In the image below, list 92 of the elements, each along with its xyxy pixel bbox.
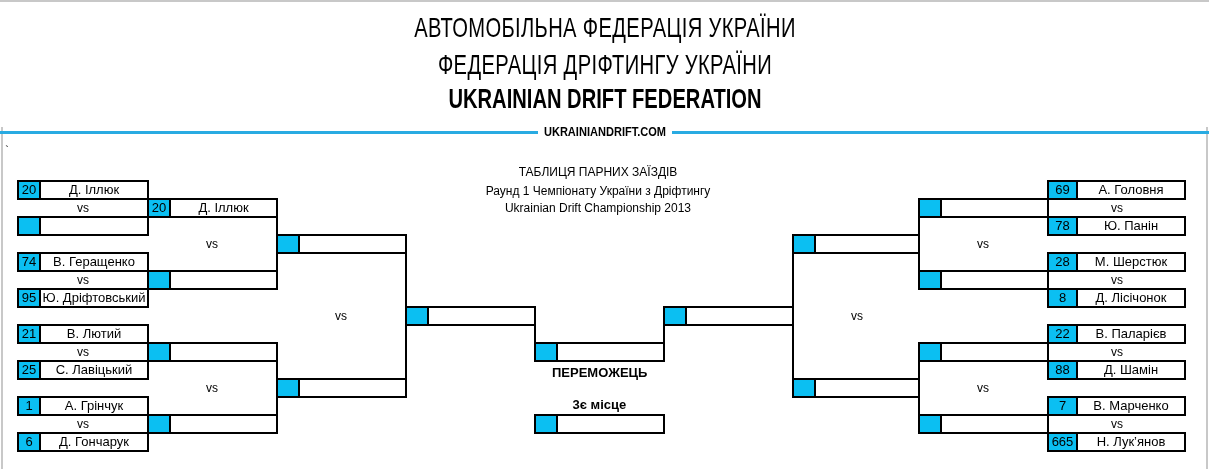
bracket-slot (405, 306, 536, 326)
slot-caption: 3є місце (572, 397, 627, 412)
versus-text: vs (206, 237, 218, 251)
subtitle-text: Ukrainian Drift Championship 2013 (504, 201, 692, 215)
driver-name: Н. Лук’янов (1095, 434, 1167, 450)
bracket-slot (17, 432, 149, 452)
car-number: 1 (19, 398, 41, 414)
car-number: 95 (19, 290, 41, 306)
bracket-slot (1047, 360, 1186, 380)
car-number: 25 (19, 362, 41, 378)
car-number: 6 (19, 434, 41, 450)
driver-name: Д. Іллюк (197, 200, 250, 216)
car-number: 20 (19, 182, 41, 198)
versus-text: vs (1111, 345, 1123, 359)
bracket-line (792, 324, 794, 380)
bracket-slot (792, 378, 920, 398)
driver-name: А. Грінчук (63, 398, 125, 414)
car-number: 28 (1049, 254, 1078, 270)
versus-text: vs (977, 381, 989, 395)
driver-name: В. Лютий (65, 326, 123, 342)
bracket-slot (918, 198, 1049, 218)
car-number: 665 (1049, 434, 1078, 450)
bracket-slot (1047, 396, 1186, 416)
bracket-line (405, 252, 407, 308)
driver-name: Д. Лісічонок (1094, 290, 1168, 306)
federation-name: UKRAINIAN DRIFT FEDERATION (448, 84, 762, 114)
driver-name: Д. Іллюк (67, 182, 121, 198)
bracket-slot (918, 414, 1049, 434)
table-title: ТАБЛИЦЯ ПАРНИХ ЗАЇЗДІВ (518, 165, 678, 179)
versus-text: vs (77, 201, 89, 215)
bracket-slot (1047, 288, 1186, 308)
bracket-slot (147, 414, 278, 434)
car-number: 7 (1049, 398, 1078, 414)
versus-text: vs (77, 273, 89, 287)
car-number: 69 (1049, 182, 1078, 198)
bracket-slot (663, 306, 794, 326)
bracket-line (405, 324, 407, 380)
bracket-slot (17, 324, 149, 344)
driver-name: А. Головня (1097, 182, 1165, 198)
versus-text: vs (77, 345, 89, 359)
car-number: 22 (1049, 326, 1078, 342)
car-number: 8 (1049, 290, 1078, 306)
bracket-slot (147, 198, 278, 218)
versus-text: vs (77, 417, 89, 431)
bracket-slot (17, 216, 149, 236)
slot-caption: ПЕРЕМОЖЕЦЬ (552, 365, 648, 380)
bracket-slot (1047, 432, 1186, 452)
driver-name: В. Марченко (1092, 398, 1170, 414)
bracket-slot (1047, 180, 1186, 200)
bracket-slot (1047, 252, 1186, 272)
bracket-slot (17, 288, 149, 308)
federation-name: ФЕДЕРАЦІЯ ДРІФТИНГУ УКРАЇНИ (437, 50, 773, 80)
bracket-slot (1047, 216, 1186, 236)
bracket-line (792, 252, 794, 308)
car-number: 78 (1049, 218, 1078, 234)
bracket-slot (792, 234, 920, 254)
driver-name: В. Геращенко (52, 254, 136, 270)
versus-text: vs (335, 309, 347, 323)
versus-text: vs (851, 309, 863, 323)
car-number: 20 (149, 200, 171, 216)
driver-name: В. Паларієв (1094, 326, 1168, 342)
versus-text: vs (206, 381, 218, 395)
driver-name: Д. Гончарук (58, 434, 130, 450)
versus-text: vs (1111, 201, 1123, 215)
bracket-slot (276, 234, 407, 254)
bracket-slot (534, 414, 665, 434)
bracket-slot (534, 342, 665, 362)
versus-text: vs (977, 237, 989, 251)
website-address: UKRAINIANDRIFT.COM (542, 125, 668, 139)
bracket-slot (918, 342, 1049, 362)
bracket-slot (918, 270, 1049, 290)
driver-name: Д. Шамін (1102, 362, 1160, 378)
driver-name: С. Лавіцький (54, 362, 134, 378)
bracket-slot (1047, 324, 1186, 344)
bracket-slot (147, 342, 278, 362)
driver-name: Ю. Дріфтовський (41, 290, 147, 306)
stray-mark-text: ` (5, 144, 9, 156)
car-number: 74 (19, 254, 41, 270)
bracket-slot (17, 180, 149, 200)
bracket-slot (276, 378, 407, 398)
car-number: 88 (1049, 362, 1078, 378)
bracket-slot (17, 252, 149, 272)
versus-text: vs (1111, 417, 1123, 431)
driver-name: Ю. Панін (1102, 218, 1160, 234)
bracket-slot (147, 270, 278, 290)
bracket-slot (17, 396, 149, 416)
car-number: 21 (19, 326, 41, 342)
driver-name: М. Шерстюк (1093, 254, 1169, 270)
versus-text: vs (1111, 273, 1123, 287)
subtitle-text: Раунд 1 Чемпіонату України з Дріфтингу (485, 184, 711, 198)
bracket-slot (17, 360, 149, 380)
federation-name: АВТОМОБІЛЬНА ФЕДЕРАЦІЯ УКРАЇНИ (414, 13, 796, 43)
